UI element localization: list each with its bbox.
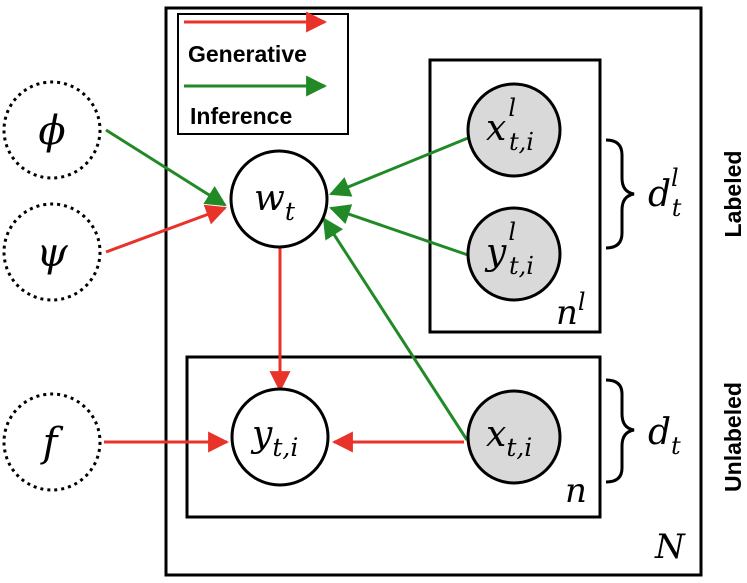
edge-psi-to-w [105, 204, 227, 254]
node-y-unlabeled: yt,i [230, 387, 330, 487]
legend-generative-label: Generative [188, 41, 307, 67]
unlabeled-brace-label: dt [648, 412, 681, 460]
node-phi: ϕ [2, 80, 102, 180]
unlabeled-brace [605, 378, 635, 484]
edge-x-to-w [322, 217, 469, 441]
outer-plate-label: N [654, 527, 686, 567]
side-label-unlabeled: Unlabeled [720, 382, 746, 492]
side-label-labeled: Labeled [720, 151, 746, 238]
labeled-brace [605, 138, 635, 250]
labeled-plate [428, 58, 602, 334]
svg-text:ylt,i: ylt,i [484, 218, 534, 280]
svg-text:xt,i: xt,i [486, 414, 532, 462]
legend-box [177, 13, 349, 135]
svg-text:xlt,i: xlt,i [486, 94, 534, 156]
node-w: wt [229, 149, 329, 249]
unlabeled-plate-label: n [565, 471, 587, 511]
legend-inference-label: Inference [190, 103, 292, 129]
outer-plate [164, 6, 703, 577]
node-x-unlabeled: xt,i [466, 389, 562, 485]
svg-text:ϕ: ϕ [38, 108, 65, 154]
edge-xl-to-w [329, 136, 469, 197]
svg-text:ψ: ψ [36, 230, 68, 276]
node-psi: ψ [2, 202, 102, 302]
labeled-plate-label: nl [556, 288, 586, 333]
edge-yl-to-w [329, 204, 469, 257]
node-f: f [2, 392, 102, 492]
svg-text:wt: wt [254, 178, 296, 226]
svg-text:yt,i: yt,i [250, 414, 298, 462]
edge-phi-to-w [105, 128, 227, 207]
unlabeled-plate [185, 355, 602, 519]
